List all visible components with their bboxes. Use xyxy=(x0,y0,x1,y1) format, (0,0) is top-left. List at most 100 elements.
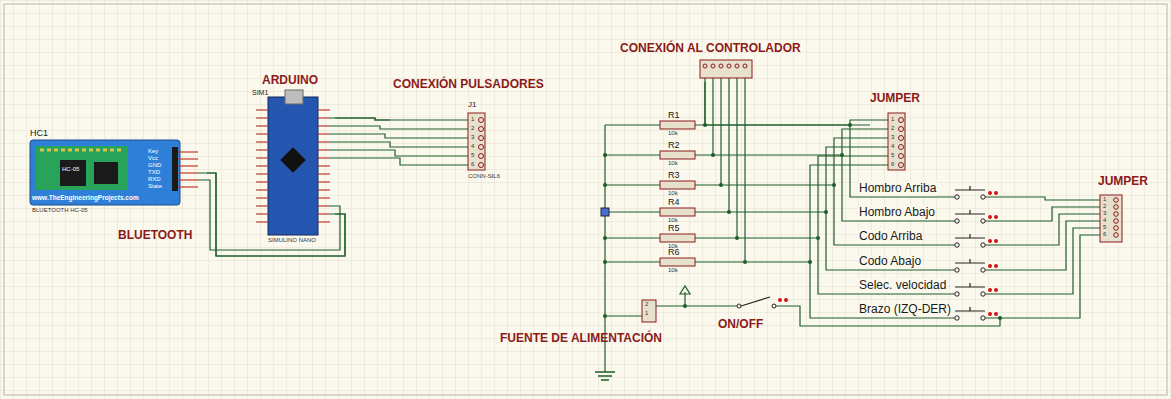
pin xyxy=(318,157,330,158)
component-box: FUENTE DE ALIMENTACIÓN xyxy=(495,296,695,352)
button-label: Codo Abajo xyxy=(858,255,922,269)
connector-pin xyxy=(899,154,904,159)
resistor-wire xyxy=(695,147,888,212)
pin-number: 2 xyxy=(1103,203,1106,210)
junction-dot xyxy=(727,210,731,214)
button-label: Selec. velocidad xyxy=(858,279,947,293)
resistor-symbol xyxy=(660,208,695,216)
ground-symbol xyxy=(595,372,615,380)
pin-number: 1 xyxy=(891,116,894,123)
pin xyxy=(318,133,330,134)
pin-name: Vcc xyxy=(148,155,158,162)
resistor-wire xyxy=(605,237,660,238)
pin xyxy=(318,181,330,182)
resistor-wire xyxy=(695,129,888,155)
controller-wire xyxy=(712,78,713,155)
pin-number: 5 xyxy=(1103,224,1106,231)
component-box: JUMPER xyxy=(870,92,935,174)
connector-pin xyxy=(727,64,731,68)
pushbutton-symbol xyxy=(955,268,959,272)
pushbutton-symbol xyxy=(955,259,985,263)
connector-pin xyxy=(1114,226,1119,231)
pin-number: 3 xyxy=(471,134,474,141)
state-dot xyxy=(988,288,992,292)
pin-number: 1 xyxy=(1103,196,1106,203)
part-name: R3 xyxy=(668,170,680,180)
connector-pin xyxy=(899,118,904,123)
pin-number: 2 xyxy=(891,125,894,132)
controller-wire xyxy=(736,78,737,238)
connector-pin xyxy=(711,64,715,68)
part-ref: J1 xyxy=(468,100,476,109)
state-dot xyxy=(994,288,998,292)
pin-number: 6 xyxy=(891,161,894,168)
button-wire xyxy=(330,142,468,147)
connector-j1 xyxy=(468,113,485,170)
pin xyxy=(256,149,268,150)
resistor-symbol xyxy=(660,181,695,189)
state-dot xyxy=(988,215,992,219)
pin xyxy=(318,149,330,150)
pin-number: 4 xyxy=(1103,217,1106,224)
pushbutton-symbol xyxy=(955,292,959,296)
resistor-wire xyxy=(695,120,888,125)
button-wire xyxy=(330,158,468,165)
pushbutton-symbol xyxy=(955,186,985,190)
connector-pin xyxy=(1114,212,1119,217)
connector-pin xyxy=(703,64,707,68)
resistor-wire xyxy=(605,211,660,212)
pin xyxy=(178,179,198,180)
pin xyxy=(318,173,330,174)
button-wire xyxy=(330,126,468,129)
connector-pin xyxy=(479,154,484,159)
pushbutton-symbol xyxy=(955,283,985,287)
pin xyxy=(256,181,268,182)
resistor-wire xyxy=(605,124,660,125)
junction-dot xyxy=(683,304,687,308)
junction-dot xyxy=(603,183,607,187)
power-wire xyxy=(605,315,642,316)
pin xyxy=(318,189,330,190)
part-ref: HC1 xyxy=(30,128,48,138)
pin-number: 4 xyxy=(891,143,894,150)
pin-number: 1 xyxy=(471,116,474,123)
heading-label: JUMPER xyxy=(870,92,920,106)
connector-pin xyxy=(479,145,484,150)
state-dot xyxy=(994,264,998,268)
pin xyxy=(256,157,268,158)
resistor-wire xyxy=(695,138,888,185)
pin-number: 2 xyxy=(471,125,474,132)
pin xyxy=(256,189,268,190)
junction-dot xyxy=(735,236,739,240)
button-wire xyxy=(330,118,468,120)
pin xyxy=(178,158,198,159)
small-label: 10k xyxy=(668,130,678,137)
connector-pin xyxy=(1114,205,1119,210)
connector-pin xyxy=(899,127,904,132)
state-dot xyxy=(988,191,992,195)
connector-pin xyxy=(479,127,484,132)
button-label: Brazo (IZQ-DER) xyxy=(858,303,952,317)
state-dot xyxy=(988,312,992,316)
junction-dot xyxy=(998,316,1002,320)
junction-dot xyxy=(808,260,812,264)
junction-dot xyxy=(816,236,820,240)
state-dot xyxy=(994,215,998,219)
switch-wire xyxy=(810,262,955,318)
pin xyxy=(256,173,268,174)
state-dot xyxy=(778,298,782,302)
jumper-connector xyxy=(1100,195,1122,242)
resistor-symbol xyxy=(660,121,695,129)
pin xyxy=(318,221,330,222)
power-connector xyxy=(642,300,656,322)
switch-wire xyxy=(826,212,955,270)
heading-label: ARDUINO xyxy=(262,74,318,88)
part-name: R2 xyxy=(668,140,680,150)
resistor-symbol xyxy=(660,151,695,159)
pushbutton-symbol xyxy=(981,316,985,320)
pin xyxy=(256,109,268,110)
junction-dot xyxy=(719,183,723,187)
heading-label: CONEXIÓN PULSADORES xyxy=(393,78,544,92)
state-dot xyxy=(994,312,998,316)
jumper-wire xyxy=(985,235,1100,318)
